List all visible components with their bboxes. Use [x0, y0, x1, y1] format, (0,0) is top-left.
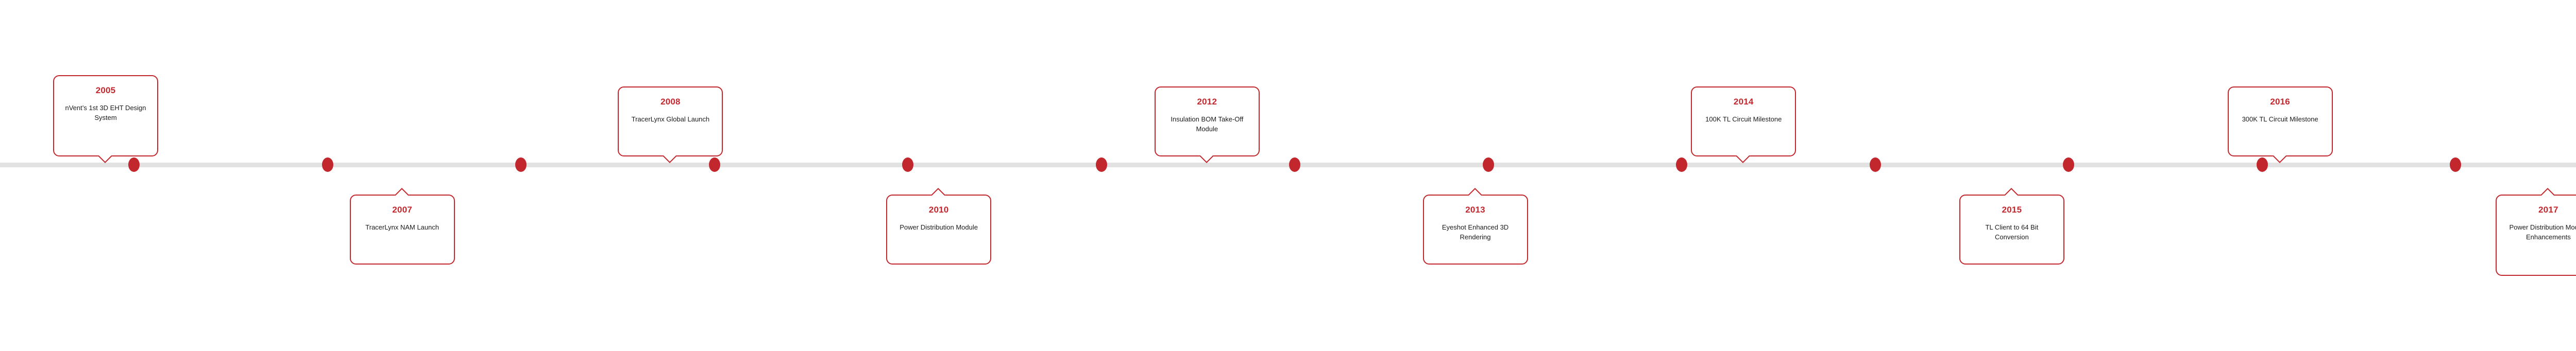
timeline-dot[interactable]: [902, 157, 913, 172]
timeline-dot[interactable]: [1289, 157, 1300, 172]
timeline-dot[interactable]: [708, 157, 720, 172]
timeline-dot[interactable]: [1869, 157, 1881, 172]
milestone-2014[interactable]: 2014 100K TL Circuit Milestone: [1691, 86, 1797, 163]
milestone-year: 2012: [1197, 97, 1217, 107]
timeline-dot[interactable]: [321, 157, 333, 172]
milestone-card[interactable]: 2016 300K TL Circuit Milestone: [2227, 86, 2333, 163]
milestone-description: TracerLynx Global Launch: [631, 115, 710, 123]
milestone-card[interactable]: 2014 100K TL Circuit Milestone: [1691, 86, 1797, 163]
milestone-description: 300K TL Circuit Milestone: [2242, 115, 2318, 123]
milestone-year: 2007: [392, 205, 413, 215]
timeline-dot[interactable]: [515, 157, 527, 172]
milestone-card[interactable]: 2015 TL Client to 64 Bit Conversion: [1959, 188, 2064, 265]
milestone-description: TracerLynx NAM Launch: [365, 223, 439, 231]
milestone-year: 2015: [2002, 205, 2022, 215]
milestone-year: 2013: [1465, 205, 1485, 215]
callout-tail: [2003, 186, 2021, 196]
callout-tail: [1466, 186, 1484, 196]
milestone-2005[interactable]: 2005 nVent’s 1st 3D EHT Design System: [53, 75, 158, 163]
timeline-dot[interactable]: [2450, 157, 2461, 172]
milestone-2016[interactable]: 2016 300K TL Circuit Milestone: [2227, 86, 2333, 163]
callout-tail: [662, 155, 679, 165]
callout-tail: [2271, 155, 2289, 165]
timeline-axis-line: [0, 163, 2576, 167]
milestone-year: 2016: [2270, 97, 2290, 107]
callout-tail: [97, 155, 114, 165]
callout-tail: [1735, 155, 1752, 165]
milestone-card[interactable]: 2005 nVent’s 1st 3D EHT Design System: [53, 75, 158, 163]
milestone-description: Insulation BOM Take-Off Module: [1171, 115, 1244, 133]
timeline-dot[interactable]: [1095, 157, 1107, 172]
milestone-description: Power Distribution Module: [900, 223, 978, 231]
milestone-year: 2014: [1733, 97, 1754, 107]
timeline-dot[interactable]: [128, 157, 140, 172]
milestone-description: Eyeshot Enhanced 3D Rendering: [1442, 223, 1509, 241]
milestone-description: TL Client to 64 Bit Conversion: [1985, 223, 2039, 241]
milestone-year: 2010: [928, 205, 949, 215]
milestone-description: Power Distribution Module Enhancements: [2509, 223, 2576, 241]
callout-tail: [393, 186, 411, 196]
callout-tail: [2539, 186, 2557, 196]
timeline-dot[interactable]: [2063, 157, 2074, 172]
timeline-dot[interactable]: [2256, 157, 2268, 172]
milestone-year: 2008: [660, 97, 681, 107]
milestone-year: 2017: [2538, 205, 2558, 215]
milestone-2015[interactable]: 2015 TL Client to 64 Bit Conversion: [1959, 188, 2064, 265]
milestone-description: nVent’s 1st 3D EHT Design System: [65, 104, 146, 121]
timeline-dot[interactable]: [1482, 157, 1494, 172]
callout-tail: [930, 186, 947, 196]
milestone-description: 100K TL Circuit Milestone: [1705, 115, 1782, 123]
milestone-year: 2005: [95, 85, 116, 95]
timeline-dot[interactable]: [1676, 157, 1687, 172]
callout-tail: [1198, 155, 1216, 165]
